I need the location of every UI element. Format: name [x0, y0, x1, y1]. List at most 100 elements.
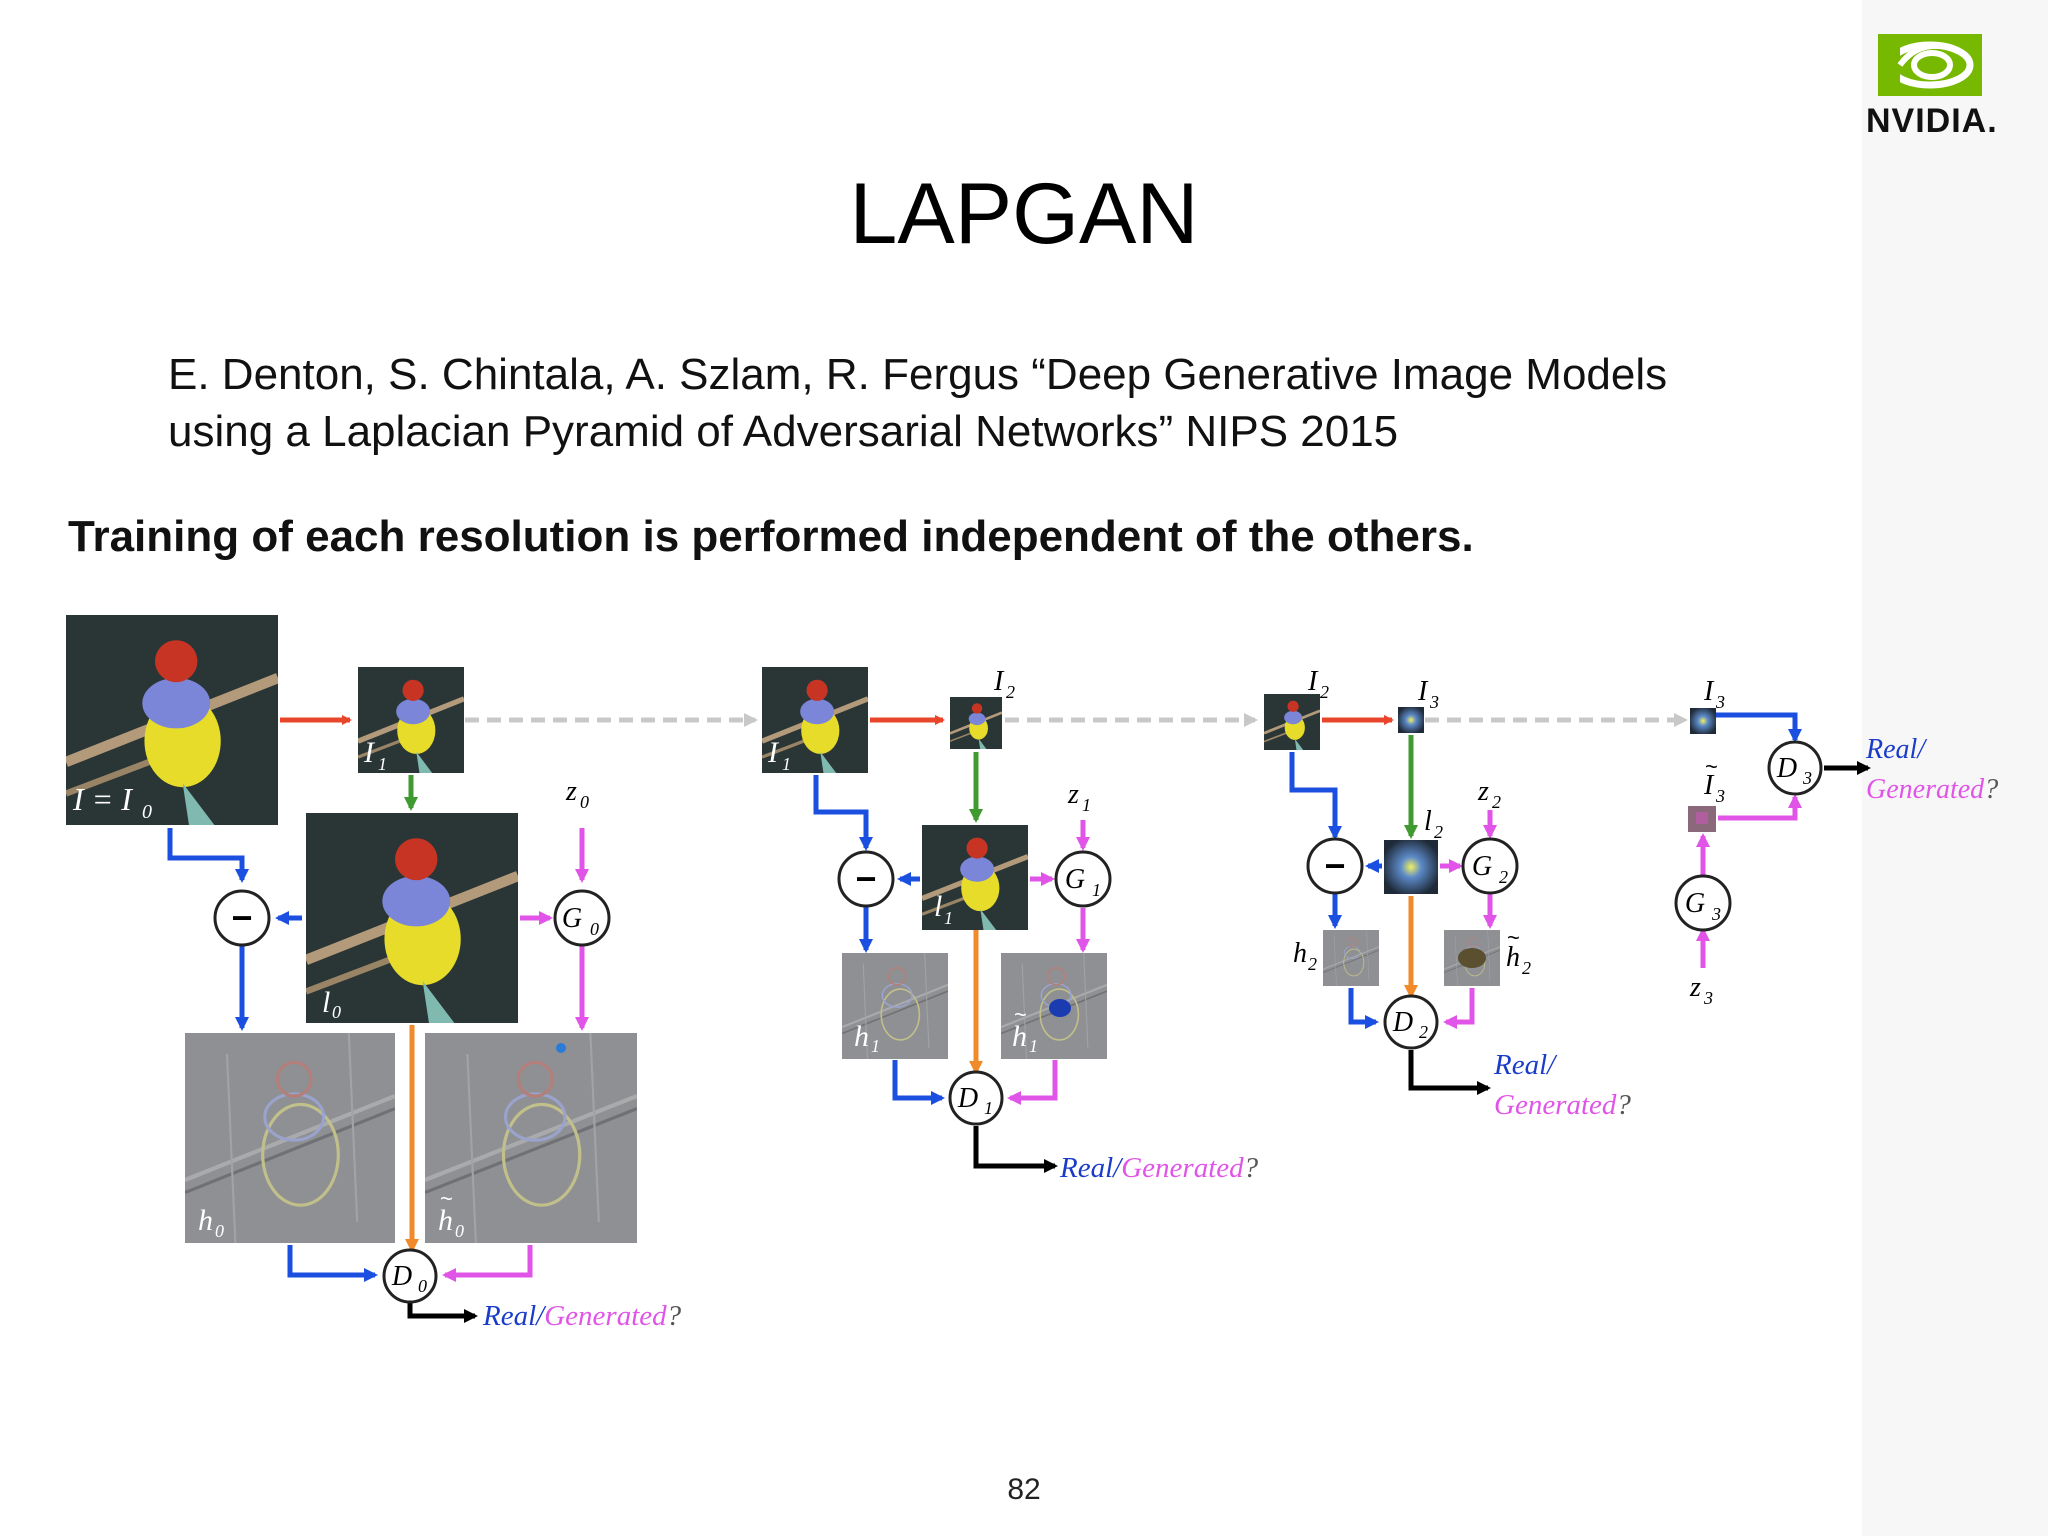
h1-tilde-mark: ~ [1014, 1002, 1027, 1027]
h0tilde-to-d0-arrow [442, 1245, 533, 1282]
minus-symbol: − [231, 897, 252, 938]
d3-sub: 3 [1802, 768, 1812, 788]
d3-label: D [1776, 753, 1797, 784]
I0-sub: 0 [142, 801, 152, 823]
d2-output-real: Real/ [1493, 1049, 1558, 1081]
h2tilde-to-d2-arrow [1443, 988, 1475, 1029]
h0-label: h [198, 1204, 213, 1237]
generator-g0-node [553, 889, 611, 947]
h2-tilde-sub: 2 [1522, 958, 1531, 978]
image-I3-stage2 [1398, 707, 1424, 733]
I1-sub: 1 [782, 754, 791, 774]
I2-sub-stage1: 2 [1006, 682, 1015, 702]
z3-label: z [1689, 972, 1701, 1003]
d1-output-text: Real/Generated? [1059, 1152, 1259, 1184]
g0-sub: 0 [590, 919, 599, 939]
image-h0-tilde [425, 1033, 637, 1243]
minus-node-1 [837, 850, 895, 908]
z0-label: z [565, 776, 577, 807]
g3-sub: 3 [1711, 904, 1721, 924]
discriminator-d1-node [948, 1070, 1004, 1126]
d0-output-arrow [407, 1303, 478, 1323]
I1-sub-stage0: 1 [378, 754, 387, 774]
d0-sub: 0 [418, 1276, 427, 1296]
l2-sub: 2 [1434, 822, 1443, 842]
I3-to-d3-arrow [1716, 712, 1802, 743]
generator-g2-node [1461, 837, 1519, 895]
I3-tilde-label: I [1703, 770, 1715, 801]
stage-0: − G 0 D 0 I = I 0 I 1 l 0 h 0 h 0 ~ z 0 … [66, 615, 682, 1332]
z1-sub: 1 [1082, 795, 1091, 815]
image-h1-tilde [1001, 953, 1107, 1059]
discriminator-d2-node [1383, 994, 1439, 1050]
z1-label: z [1067, 779, 1079, 810]
slide-title: LAPGAN [849, 166, 1199, 262]
h2-to-d2-arrow [1348, 988, 1379, 1029]
input-to-minus-arrow [167, 828, 249, 883]
h0-to-d0-arrow [287, 1245, 378, 1282]
d2-sub: 2 [1419, 1022, 1428, 1042]
I3-tilde-mark: ~ [1705, 754, 1718, 779]
l1-sub: 1 [944, 908, 953, 928]
z3-sub: 3 [1703, 988, 1713, 1008]
input-to-minus-arrow [813, 775, 873, 851]
input-to-minus-arrow [1289, 752, 1342, 840]
I3tilde-to-d3-arrow [1718, 794, 1802, 821]
I3-label-stage2: I [1417, 676, 1429, 707]
g1-label: G [1065, 864, 1085, 895]
image-I2-stage1 [950, 697, 1002, 749]
g2-label: G [1472, 851, 1492, 882]
discriminator-d0-node [382, 1248, 438, 1304]
stage-1: − G 1 D 1 I 1 I 2 l 1 h 1 h 1 ~ z 1 Real… [762, 666, 1259, 1184]
d0-label: D [391, 1261, 412, 1292]
minus-symbol: − [855, 858, 876, 899]
I3-sub-stage2: 3 [1429, 692, 1439, 712]
d3-output-generated: Generated? [1866, 774, 1998, 805]
image-l2 [1384, 840, 1438, 894]
h1-tilde-sub: 1 [1029, 1036, 1038, 1056]
g3-label: G [1685, 888, 1705, 919]
l0-label: l [322, 986, 330, 1019]
I2-label-stage1: I [993, 666, 1005, 697]
image-h0 [185, 1033, 395, 1243]
I1-label-stage0: I [363, 736, 376, 769]
h1-tilde-label: h [1012, 1020, 1027, 1053]
I3-sub: 3 [1715, 692, 1725, 712]
h0-tilde-mark: ~ [440, 1186, 453, 1211]
I0-label: I = I [72, 781, 133, 817]
h1-label: h [854, 1020, 869, 1053]
d0-output-text: Real/Generated? [482, 1300, 682, 1332]
minus-node-2 [1306, 837, 1364, 895]
l2-label: l [1424, 806, 1432, 837]
h0-sub: 0 [215, 1221, 224, 1241]
stage-3: G 3 D 3 I 3 I 3 ~ z 3 Real/ Generated? [1674, 676, 1998, 1008]
stage-2: − G 2 D 2 I 2 I 3 l 2 h 2 h 2 ~ z 2 Real… [1264, 666, 1631, 1121]
h2-label: h [1293, 938, 1307, 969]
citation-line-1: E. Denton, S. Chintala, A. Szlam, R. Fer… [168, 350, 1668, 399]
h2-tilde-label: h [1506, 942, 1520, 973]
d1-output-arrow [973, 1126, 1058, 1173]
h0-tilde-label: h [438, 1204, 453, 1237]
d1-label: D [957, 1083, 978, 1114]
z2-label: z [1477, 776, 1489, 807]
h1-to-d1-arrow [892, 1060, 945, 1105]
image-l0 [306, 813, 518, 1023]
subheading: Training of each resolution is performed… [68, 512, 1474, 561]
citation-line-2: using a Laplacian Pyramid of Adversarial… [168, 407, 1399, 456]
nvidia-wordmark: NVIDIA. [1866, 102, 1998, 140]
image-h2 [1323, 930, 1379, 986]
l1-label: l [934, 890, 942, 923]
image-I2 [1264, 694, 1320, 750]
minus-symbol: − [1324, 845, 1345, 886]
I3-tilde-sub: 3 [1715, 786, 1725, 806]
d2-output-generated: Generated? [1494, 1089, 1631, 1121]
d2-label: D [1392, 1007, 1413, 1038]
g2-sub: 2 [1499, 867, 1508, 887]
g1-sub: 1 [1092, 880, 1101, 900]
I2-label: I [1307, 666, 1319, 697]
generator-g1-node [1054, 850, 1112, 908]
h0-tilde-sub: 0 [455, 1221, 464, 1241]
h1tilde-to-d1-arrow [1007, 1060, 1058, 1105]
nvidia-eye-icon [1878, 34, 1982, 96]
